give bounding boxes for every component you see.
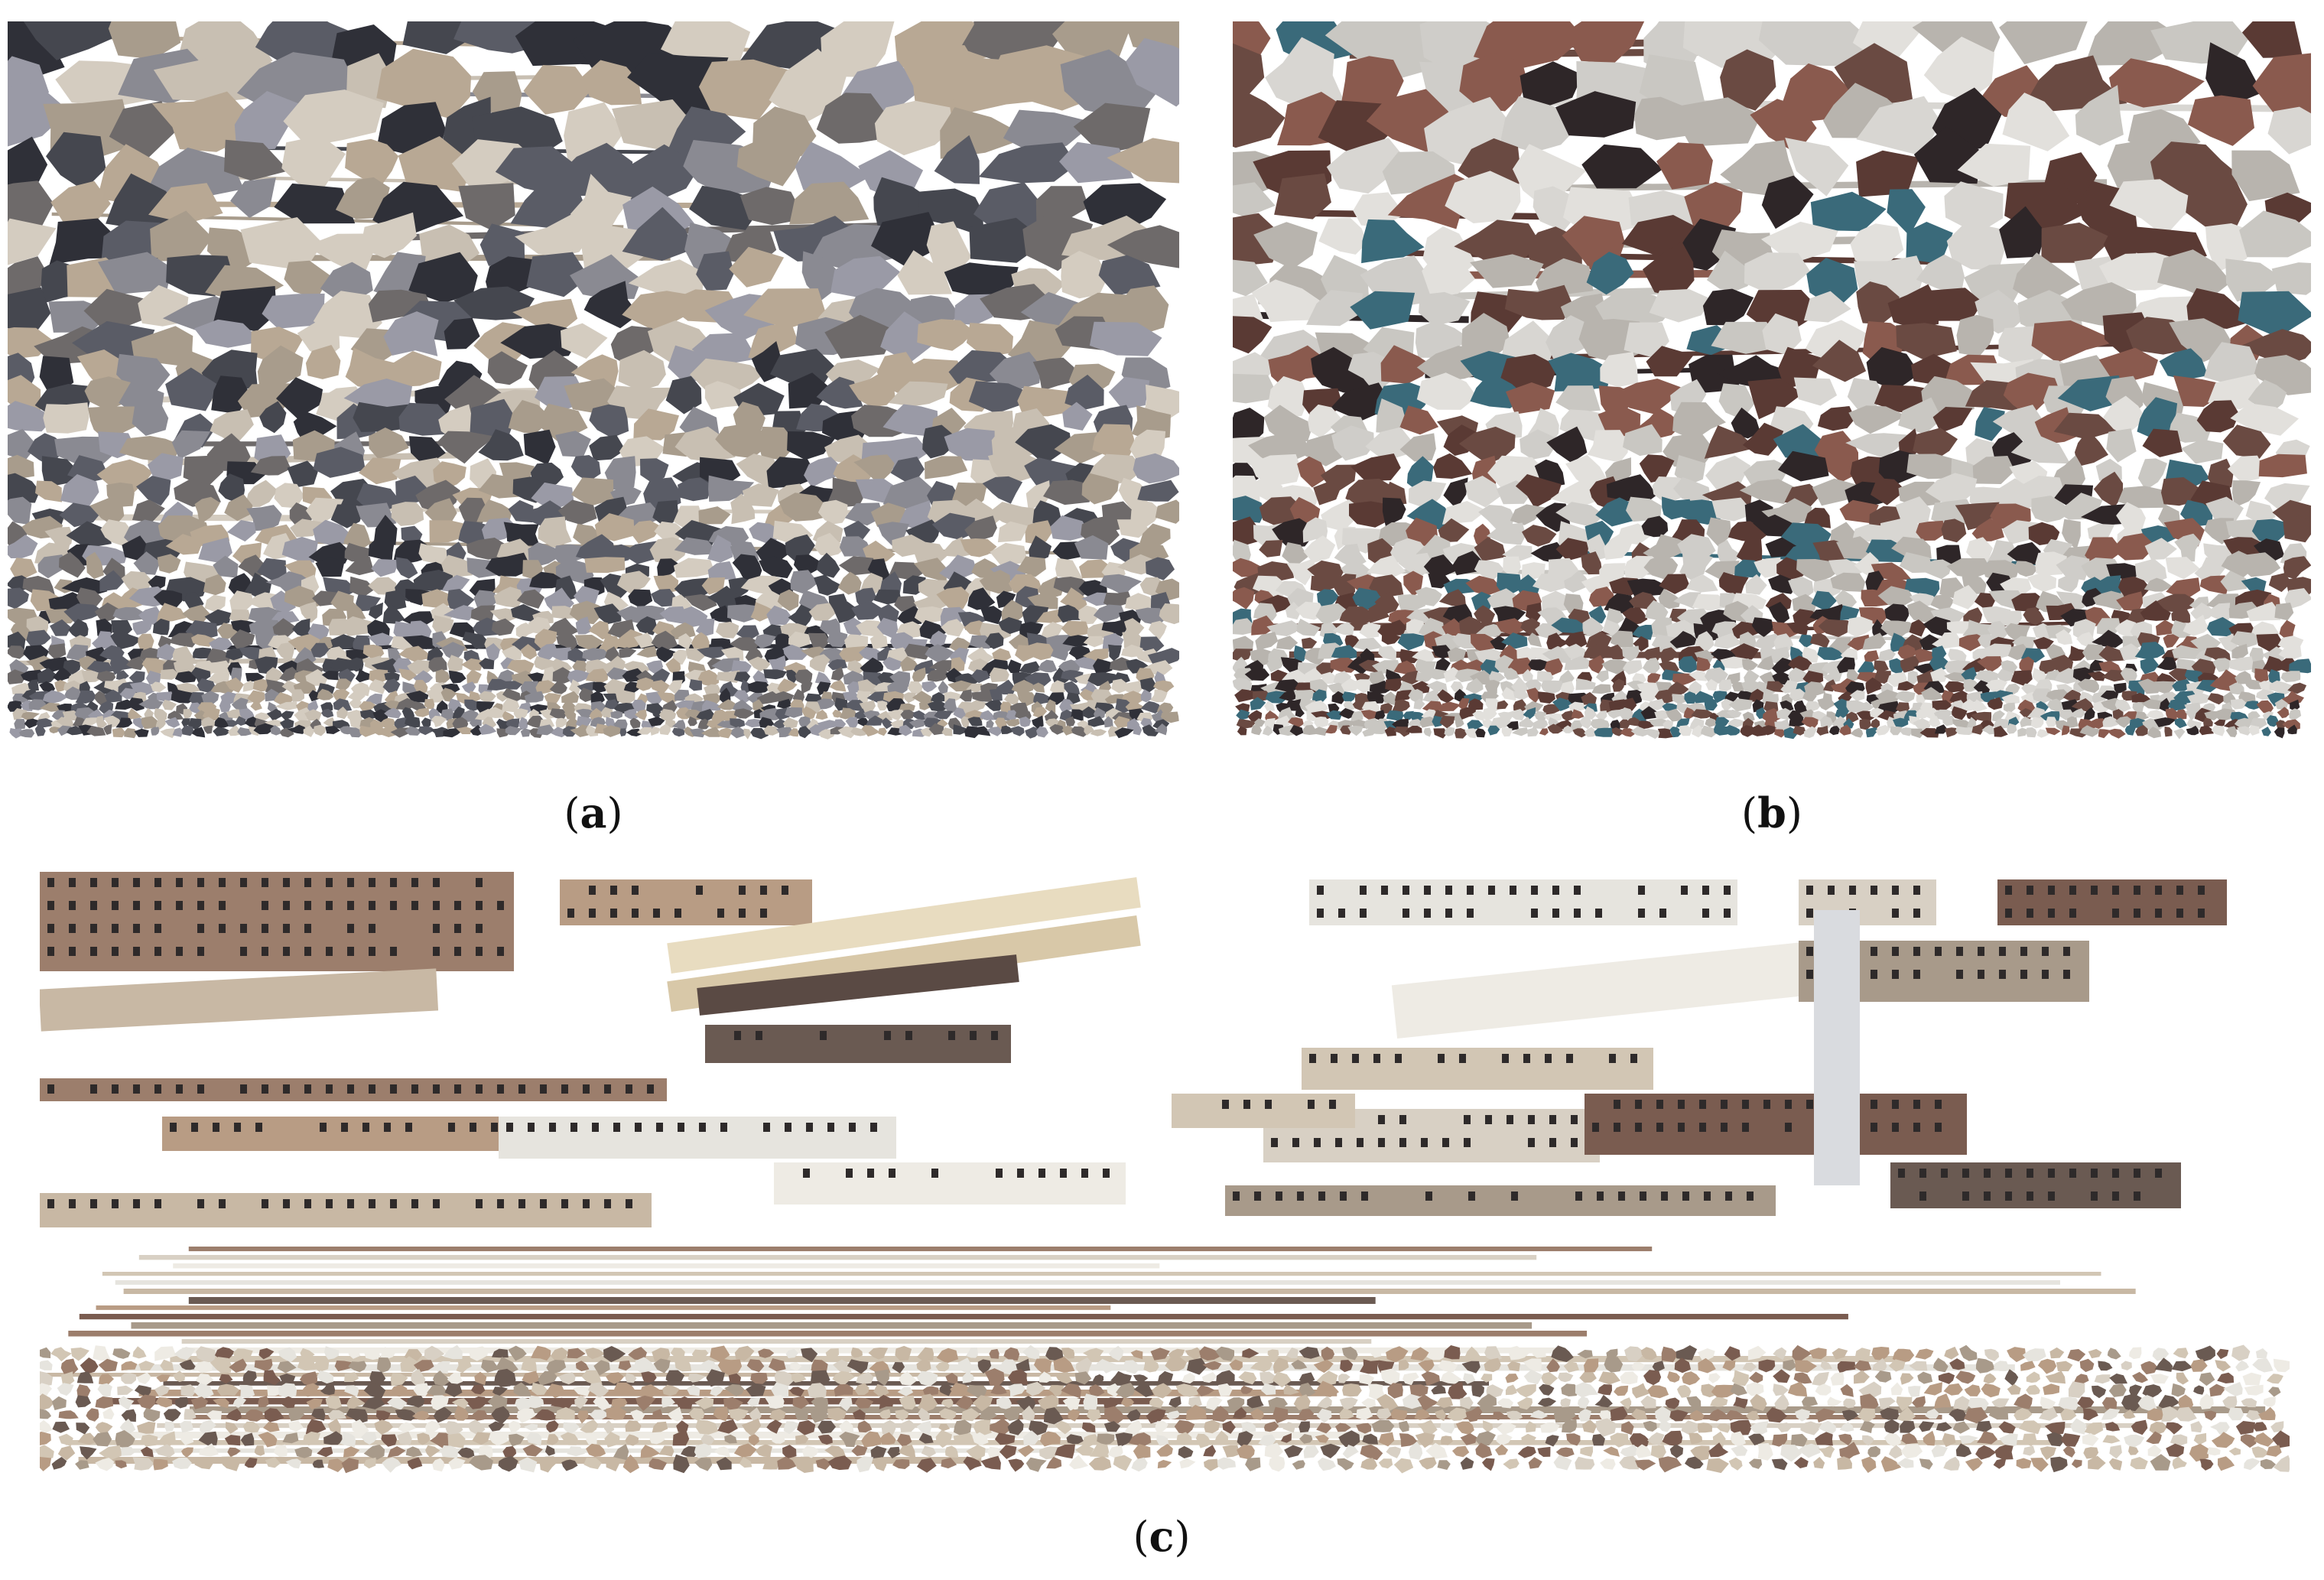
- texture-atlas-a-image: [8, 21, 1179, 740]
- texture-atlas-b-image: [1233, 21, 2311, 740]
- texture-atlas-c-image: [40, 872, 2290, 1474]
- texture-atlas-b: [1233, 21, 2311, 743]
- caption-c: (c): [1133, 1512, 1191, 1561]
- caption-a: (a): [564, 788, 623, 837]
- texture-atlas-a: [8, 21, 1179, 743]
- texture-atlas-c: [40, 864, 2290, 1476]
- caption-b: (b): [1741, 788, 1802, 837]
